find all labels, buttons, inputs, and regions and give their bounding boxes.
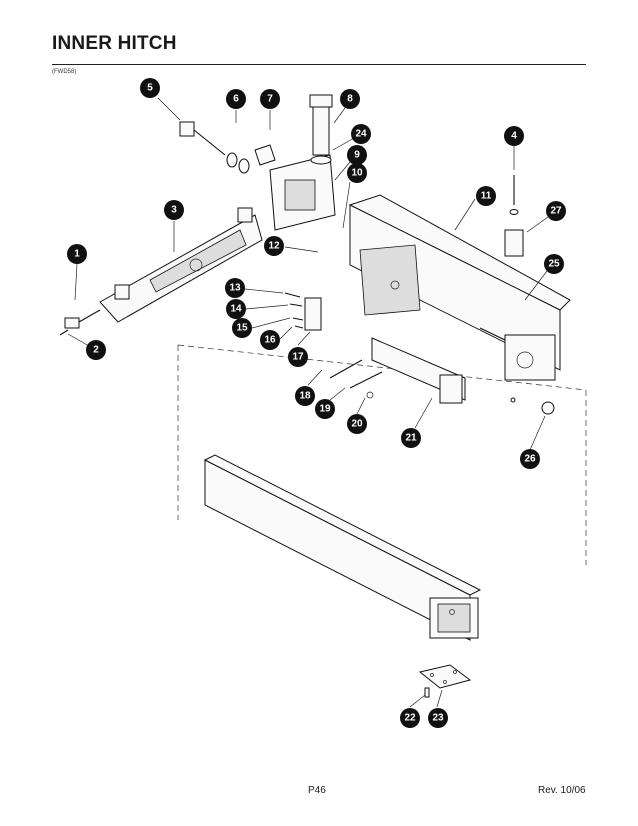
callout-17: 17 — [288, 347, 308, 367]
svg-text:15: 15 — [236, 323, 248, 334]
callout-3: 3 — [164, 200, 184, 220]
leader-lines — [67, 97, 549, 708]
svg-text:1: 1 — [74, 249, 80, 260]
callout-23: 23 — [428, 708, 448, 728]
callout-6: 6 — [226, 89, 246, 109]
callout-11: 11 — [476, 186, 496, 206]
revision-date: Rev. 10/06 — [538, 785, 586, 796]
callout-1: 1 — [67, 244, 87, 264]
callout-27: 27 — [546, 201, 566, 221]
callout-4: 4 — [504, 126, 524, 146]
svg-text:25: 25 — [548, 259, 560, 270]
title-rule — [52, 64, 586, 65]
callout-9: 9 — [347, 145, 367, 165]
mount-plate — [418, 664, 472, 698]
callout-10: 10 — [347, 163, 367, 183]
svg-text:27: 27 — [550, 206, 562, 217]
callout-19: 19 — [315, 399, 335, 419]
svg-text:19: 19 — [319, 404, 331, 415]
svg-text:13: 13 — [229, 283, 241, 294]
svg-text:11: 11 — [481, 191, 492, 202]
pivot-assembly — [269, 94, 336, 231]
svg-text:24: 24 — [355, 129, 367, 140]
callout-25: 25 — [544, 254, 564, 274]
svg-text:5: 5 — [147, 83, 153, 94]
svg-text:14: 14 — [230, 304, 242, 315]
callout-20: 20 — [347, 414, 367, 434]
svg-text:26: 26 — [524, 454, 536, 465]
page-title: INNER HITCH — [52, 33, 177, 54]
svg-text:8: 8 — [347, 94, 353, 105]
callout-2: 2 — [86, 340, 106, 360]
svg-text:22: 22 — [404, 713, 416, 724]
svg-text:7: 7 — [267, 94, 273, 105]
callout-12: 12 — [264, 236, 284, 256]
svg-text:16: 16 — [264, 335, 276, 346]
svg-text:18: 18 — [299, 391, 311, 402]
dashed-boundary — [177, 344, 587, 565]
pin-set — [329, 337, 466, 404]
lower-tube — [203, 454, 482, 641]
page-number: P46 — [308, 785, 326, 796]
callout-5: 5 — [140, 78, 160, 98]
svg-text:21: 21 — [405, 433, 417, 444]
callout-7: 7 — [260, 89, 280, 109]
callout-21: 21 — [401, 428, 421, 448]
svg-text:17: 17 — [292, 352, 304, 363]
svg-text:20: 20 — [351, 419, 363, 430]
svg-text:12: 12 — [268, 241, 280, 252]
callout-15: 15 — [232, 318, 252, 338]
callout-16: 16 — [260, 330, 280, 350]
callout-26: 26 — [520, 449, 540, 469]
callout-14: 14 — [226, 299, 246, 319]
callout-13: 13 — [225, 278, 245, 298]
callout-18: 18 — [295, 386, 315, 406]
callout-8: 8 — [340, 89, 360, 109]
right-parts — [479, 175, 555, 415]
pin-and-bolt — [59, 309, 101, 336]
svg-text:3: 3 — [171, 205, 177, 216]
svg-text:9: 9 — [354, 150, 360, 161]
drawing-code: (FWD58) — [52, 69, 77, 75]
svg-text:23: 23 — [432, 713, 444, 724]
main-frame — [348, 194, 571, 381]
svg-text:10: 10 — [351, 168, 363, 179]
svg-text:6: 6 — [233, 94, 239, 105]
callout-24: 24 — [351, 124, 371, 144]
callout-22: 22 — [400, 708, 420, 728]
svg-text:2: 2 — [93, 345, 99, 356]
clevis-assembly — [284, 292, 322, 331]
bolt-assembly — [179, 121, 276, 174]
svg-text:4: 4 — [511, 131, 517, 142]
hitch-bar — [99, 207, 263, 323]
